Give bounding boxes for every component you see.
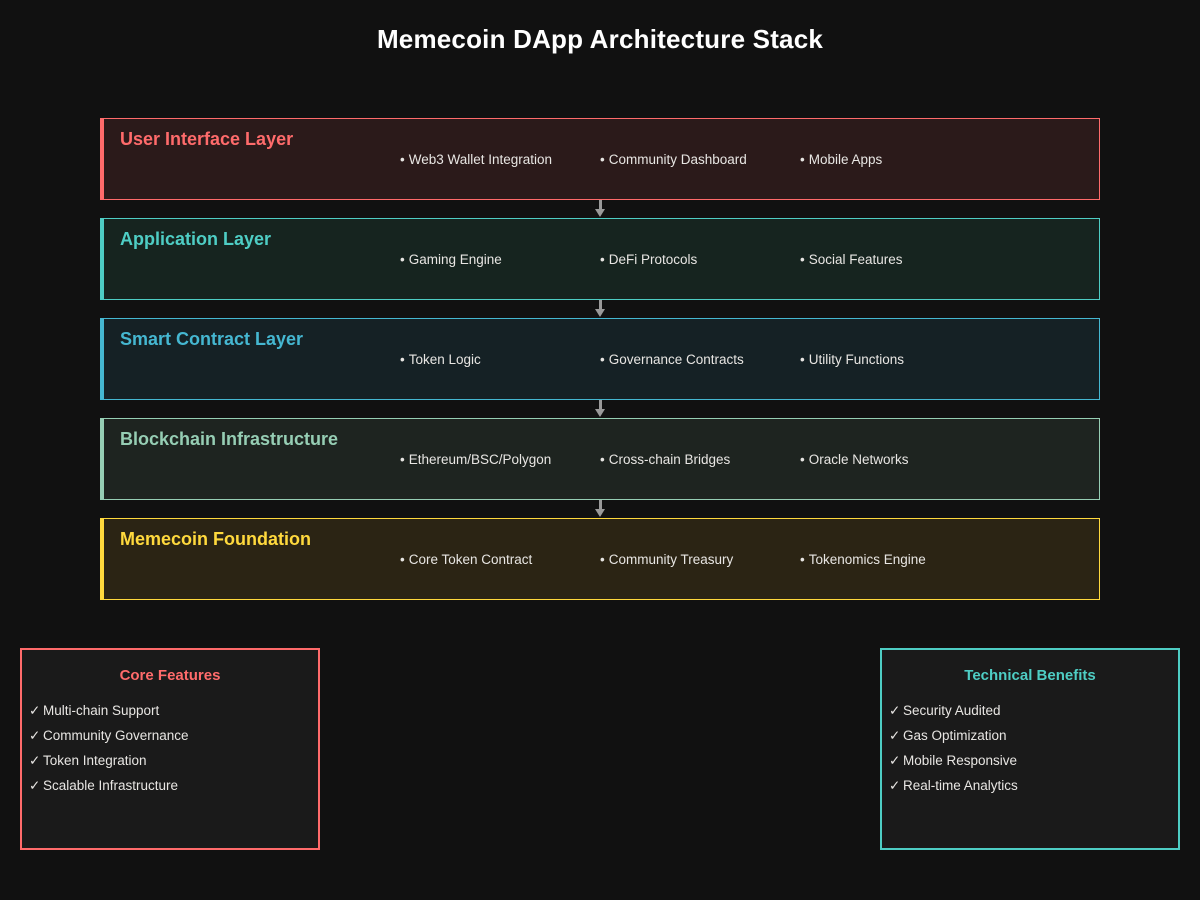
bullet-icon: •	[400, 452, 405, 467]
feature-list-item-label: Multi-chain Support	[43, 703, 160, 718]
bullet-icon: •	[400, 352, 405, 367]
core-features-list: ✓Multi-chain Support✓Community Governanc…	[22, 698, 318, 798]
layer-title: Blockchain Infrastructure	[120, 429, 339, 449]
technical-benefits-panel: Technical Benefits ✓Security Audited✓Gas…	[880, 648, 1180, 850]
feature-list-item: ✓Mobile Responsive	[882, 748, 1178, 773]
bullet-icon: •	[600, 552, 605, 567]
check-icon: ✓	[889, 703, 901, 718]
layer-item-list: •Gaming Engine•DeFi Protocols•Social Fea…	[100, 252, 1100, 272]
layer-item-list: •Token Logic•Governance Contracts•Utilit…	[100, 352, 1100, 372]
feature-list-item-label: Scalable Infrastructure	[43, 778, 179, 793]
check-icon: ✓	[29, 778, 41, 793]
layer-item-label: Oracle Networks	[808, 452, 909, 467]
layer-item: •DeFi Protocols	[600, 252, 697, 267]
core-features-panel: Core Features ✓Multi-chain Support✓Commu…	[20, 648, 320, 850]
feature-list-item-label: Real-time Analytics	[903, 778, 1018, 793]
layer-item-label: Web3 Wallet Integration	[408, 152, 553, 167]
bullet-icon: •	[800, 452, 805, 467]
layer-item-label: Gaming Engine	[408, 252, 502, 267]
layer-item: •Ethereum/BSC/Polygon	[400, 452, 551, 467]
feature-list-item: ✓Security Audited	[882, 698, 1178, 723]
architecture-layer[interactable]: Blockchain Infrastructure•Ethereum/BSC/P…	[100, 418, 1100, 517]
bullet-icon: •	[800, 552, 805, 567]
technical-benefits-list: ✓Security Audited✓Gas Optimization✓Mobil…	[882, 698, 1178, 798]
layer-item-label: DeFi Protocols	[608, 252, 698, 267]
page-title: Memecoin DApp Architecture Stack	[376, 24, 824, 54]
layer-item: •Cross-chain Bridges	[600, 452, 730, 467]
feature-list-item-label: Community Governance	[43, 728, 189, 743]
feature-list-item: ✓Gas Optimization	[882, 723, 1178, 748]
bullet-icon: •	[800, 352, 805, 367]
architecture-layer[interactable]: Smart Contract Layer•Token Logic•Governa…	[100, 318, 1100, 417]
layer-box	[100, 118, 1100, 200]
layer-title: Memecoin Foundation	[120, 529, 311, 549]
layer-item: •Token Logic	[400, 352, 481, 367]
layer-item: •Web3 Wallet Integration	[400, 152, 552, 167]
feature-list-item-label: Token Integration	[43, 753, 147, 768]
layer-item-list: •Ethereum/BSC/Polygon•Cross-chain Bridge…	[100, 452, 1100, 472]
layer-item: •Utility Functions	[800, 352, 904, 367]
feature-list-item: ✓Community Governance	[22, 723, 318, 748]
check-icon: ✓	[889, 753, 901, 768]
layer-item-label: Mobile Apps	[808, 152, 883, 167]
layer-item: •Tokenomics Engine	[800, 552, 926, 567]
feature-list-item-label: Security Audited	[903, 703, 1001, 718]
layer-item-label: Cross-chain Bridges	[608, 452, 731, 467]
feature-list-item: ✓Multi-chain Support	[22, 698, 318, 723]
architecture-layer-stack: User Interface Layer•Web3 Wallet Integra…	[100, 118, 1100, 618]
bullet-icon: •	[400, 252, 405, 267]
bullet-icon: •	[800, 252, 805, 267]
core-features-title: Core Features	[119, 667, 221, 684]
layer-item-label: Tokenomics Engine	[808, 552, 926, 567]
architecture-layer[interactable]: Application Layer•Gaming Engine•DeFi Pro…	[100, 218, 1100, 317]
bullet-icon: •	[600, 152, 605, 167]
layer-item: •Community Treasury	[600, 552, 733, 567]
bullet-icon: •	[400, 152, 405, 167]
layer-item: •Community Dashboard	[600, 152, 747, 167]
feature-list-item: ✓Real-time Analytics	[882, 773, 1178, 798]
check-icon: ✓	[889, 778, 901, 793]
layer-title: Application Layer	[120, 229, 272, 249]
layer-item-label: Core Token Contract	[408, 552, 533, 567]
layer-item-label: Utility Functions	[808, 352, 905, 367]
layer-box	[100, 418, 1100, 500]
feature-list-item-label: Mobile Responsive	[903, 753, 1018, 768]
layer-item-label: Governance Contracts	[608, 352, 744, 367]
bullet-icon: •	[400, 552, 405, 567]
layer-box	[100, 518, 1100, 600]
layer-item-list: •Core Token Contract•Community Treasury•…	[100, 552, 1100, 572]
check-icon: ✓	[29, 728, 41, 743]
technical-benefits-title: Technical Benefits	[964, 667, 1096, 684]
layer-item: •Oracle Networks	[800, 452, 909, 467]
check-icon: ✓	[29, 703, 41, 718]
layer-item: •Core Token Contract	[400, 552, 532, 567]
layer-item-label: Token Logic	[408, 352, 481, 367]
bullet-icon: •	[600, 252, 605, 267]
layer-item-label: Community Treasury	[608, 552, 734, 567]
layer-item-label: Ethereum/BSC/Polygon	[408, 452, 552, 467]
layer-item-list: •Web3 Wallet Integration•Community Dashb…	[100, 152, 1100, 172]
feature-list-item: ✓Token Integration	[22, 748, 318, 773]
layer-title: User Interface Layer	[120, 129, 294, 149]
layer-title: Smart Contract Layer	[120, 329, 304, 349]
layer-item: •Social Features	[800, 252, 903, 267]
layer-item-label: Community Dashboard	[608, 152, 747, 167]
layer-box	[100, 318, 1100, 400]
feature-list-item-label: Gas Optimization	[903, 728, 1007, 743]
layer-item: •Governance Contracts	[600, 352, 744, 367]
layer-item: •Gaming Engine	[400, 252, 502, 267]
check-icon: ✓	[29, 753, 41, 768]
layer-item: •Mobile Apps	[800, 152, 882, 167]
check-icon: ✓	[889, 728, 901, 743]
architecture-layer[interactable]: User Interface Layer•Web3 Wallet Integra…	[100, 118, 1100, 217]
bullet-icon: •	[600, 352, 605, 367]
architecture-layer[interactable]: Memecoin Foundation•Core Token Contract•…	[100, 518, 1100, 600]
bullet-icon: •	[800, 152, 805, 167]
bullet-icon: •	[600, 452, 605, 467]
layer-box	[100, 218, 1100, 300]
feature-list-item: ✓Scalable Infrastructure	[22, 773, 318, 798]
layer-item-label: Social Features	[808, 252, 903, 267]
